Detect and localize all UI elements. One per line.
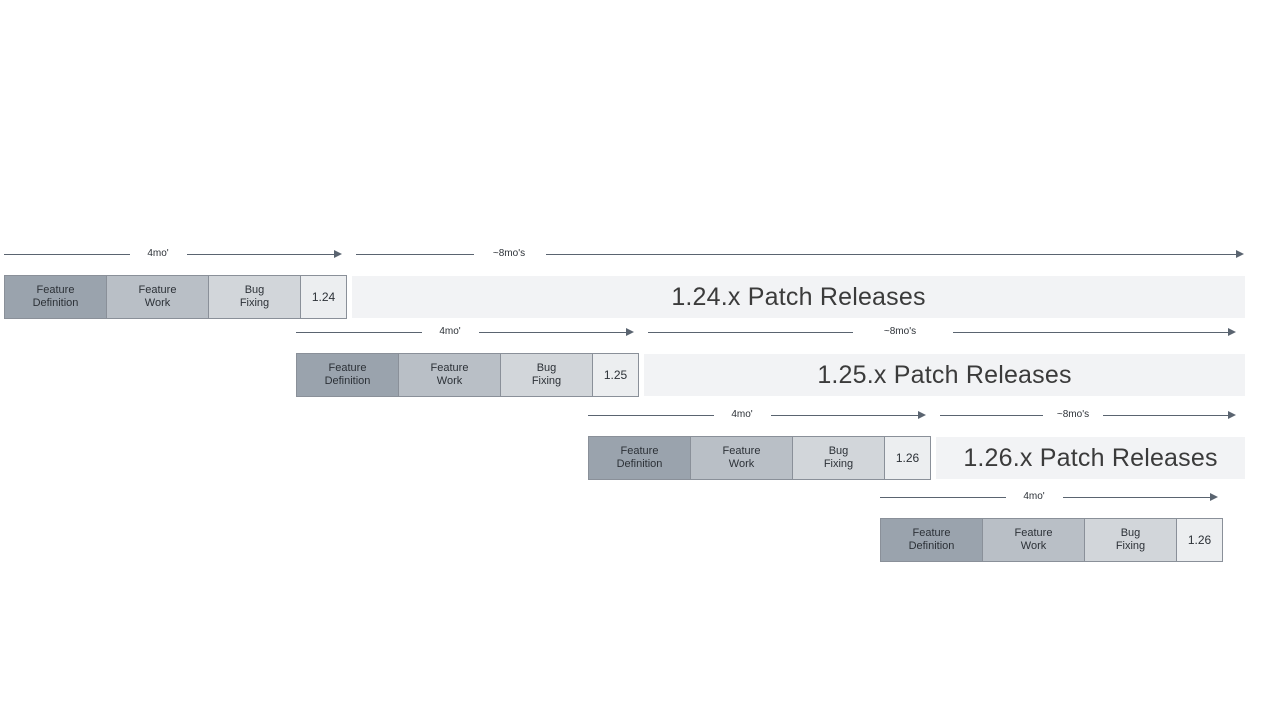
phase-track-4: Feature Definition Feature Work Bug Fixi… bbox=[880, 518, 1223, 562]
arrow-segment-right bbox=[1063, 497, 1210, 498]
arrow-segment-left bbox=[648, 332, 853, 333]
phase-label-line1: Bug bbox=[1120, 527, 1141, 539]
phase-label-line1: Feature bbox=[138, 284, 177, 296]
phase-track-1: Feature Definition Feature Work Bug Fixi… bbox=[4, 275, 347, 319]
patch-release-label-1: 1.24.x Patch Releases bbox=[671, 282, 926, 311]
arrow-segment-left bbox=[588, 415, 714, 416]
development-duration-label-3: 4mo' bbox=[731, 409, 753, 420]
development-duration-arrow-3: 4mo' bbox=[588, 409, 928, 431]
patch-release-label-2: 1.25.x Patch Releases bbox=[817, 360, 1072, 389]
release-row-2: 1.25.x Patch Releases 4mo' ~8mo's Featur… bbox=[0, 326, 1280, 406]
phase-label-line2: Fixing bbox=[823, 458, 854, 470]
arrow-head-icon bbox=[918, 411, 926, 419]
phase-label-line1: Feature bbox=[36, 284, 75, 296]
phase-track-2: Feature Definition Feature Work Bug Fixi… bbox=[296, 353, 639, 397]
arrow-segment-left bbox=[4, 254, 130, 255]
development-duration-label-4: 4mo' bbox=[1023, 491, 1045, 502]
phase-label-line1: Bug bbox=[244, 284, 265, 296]
phase-label-line2: Fixing bbox=[239, 297, 270, 309]
arrow-segment-right bbox=[953, 332, 1230, 333]
phase-track-3: Feature Definition Feature Work Bug Fixi… bbox=[588, 436, 931, 480]
patch-duration-arrow-1: ~8mo's bbox=[356, 248, 1246, 270]
phase-feature-work-4: Feature Work bbox=[982, 518, 1085, 562]
patch-duration-arrow-3: ~8mo's bbox=[940, 409, 1246, 431]
phase-label-line2: Definition bbox=[32, 297, 79, 309]
phase-label-line1: Feature bbox=[1014, 527, 1053, 539]
phase-version-release-3: 1.26 bbox=[884, 436, 931, 480]
arrow-head-icon bbox=[1228, 328, 1236, 336]
phase-label-line1: Feature bbox=[620, 445, 659, 457]
phase-label-line1: Bug bbox=[828, 445, 849, 457]
arrow-segment-left bbox=[940, 415, 1043, 416]
development-duration-arrow-4: 4mo' bbox=[880, 491, 1220, 513]
phase-feature-work-3: Feature Work bbox=[690, 436, 793, 480]
patch-release-band-2: 1.25.x Patch Releases bbox=[644, 354, 1245, 396]
phase-feature-definition-3: Feature Definition bbox=[588, 436, 691, 480]
phase-bug-fixing-4: Bug Fixing bbox=[1084, 518, 1177, 562]
arrow-segment-right bbox=[187, 254, 334, 255]
release-row-4: 4mo' Feature Definition Feature Work Bug… bbox=[0, 491, 1280, 571]
patch-duration-label-1: ~8mo's bbox=[492, 248, 526, 259]
release-row-1: 1.24.x Patch Releases 4mo' ~8mo's Featur… bbox=[0, 248, 1280, 328]
phase-bug-fixing-1: Bug Fixing bbox=[208, 275, 301, 319]
patch-duration-label-2: ~8mo's bbox=[883, 326, 917, 337]
arrow-segment-right bbox=[546, 254, 1238, 255]
arrow-segment-left bbox=[356, 254, 474, 255]
arrow-head-icon bbox=[1210, 493, 1218, 501]
arrow-head-icon bbox=[1236, 250, 1244, 258]
phase-label-line1: Feature bbox=[912, 527, 951, 539]
phase-label-line1: Feature bbox=[328, 362, 367, 374]
phase-version-release-4: 1.26 bbox=[1176, 518, 1223, 562]
patch-duration-label-3: ~8mo's bbox=[1056, 409, 1090, 420]
phase-label-line1: Feature bbox=[430, 362, 469, 374]
patch-duration-arrow-2: ~8mo's bbox=[648, 326, 1246, 348]
arrow-head-icon bbox=[334, 250, 342, 258]
phase-version-release-1: 1.24 bbox=[300, 275, 347, 319]
development-duration-label-1: 4mo' bbox=[147, 248, 169, 259]
phase-feature-definition-2: Feature Definition bbox=[296, 353, 399, 397]
phase-feature-definition-4: Feature Definition bbox=[880, 518, 983, 562]
phase-label-line2: Definition bbox=[616, 458, 663, 470]
arrow-segment-right bbox=[1103, 415, 1230, 416]
phase-label-line2: Definition bbox=[324, 375, 371, 387]
phase-label-line2: Work bbox=[144, 297, 171, 309]
phase-label-line2: Work bbox=[728, 458, 755, 470]
phase-feature-work-2: Feature Work bbox=[398, 353, 501, 397]
patch-release-band-1: 1.24.x Patch Releases bbox=[352, 276, 1245, 318]
development-duration-arrow-1: 4mo' bbox=[4, 248, 344, 270]
phase-label-line2: Work bbox=[436, 375, 463, 387]
arrow-segment-right bbox=[479, 332, 626, 333]
arrow-head-icon bbox=[1228, 411, 1236, 419]
phase-label-line2: Fixing bbox=[1115, 540, 1146, 552]
phase-feature-definition-1: Feature Definition bbox=[4, 275, 107, 319]
phase-label-line2: Definition bbox=[908, 540, 955, 552]
phase-label-line1: Feature bbox=[722, 445, 761, 457]
arrow-head-icon bbox=[626, 328, 634, 336]
patch-release-label-3: 1.26.x Patch Releases bbox=[963, 443, 1218, 472]
phase-bug-fixing-3: Bug Fixing bbox=[792, 436, 885, 480]
phase-bug-fixing-2: Bug Fixing bbox=[500, 353, 593, 397]
arrow-segment-right bbox=[771, 415, 918, 416]
development-duration-label-2: 4mo' bbox=[439, 326, 461, 337]
phase-label-line2: Work bbox=[1020, 540, 1047, 552]
patch-release-band-3: 1.26.x Patch Releases bbox=[936, 437, 1245, 479]
phase-feature-work-1: Feature Work bbox=[106, 275, 209, 319]
arrow-segment-left bbox=[296, 332, 422, 333]
release-row-3: 1.26.x Patch Releases 4mo' ~8mo's Featur… bbox=[0, 409, 1280, 489]
phase-version-release-2: 1.25 bbox=[592, 353, 639, 397]
phase-label-line2: Fixing bbox=[531, 375, 562, 387]
phase-label-line1: Bug bbox=[536, 362, 557, 374]
development-duration-arrow-2: 4mo' bbox=[296, 326, 636, 348]
arrow-segment-left bbox=[880, 497, 1006, 498]
